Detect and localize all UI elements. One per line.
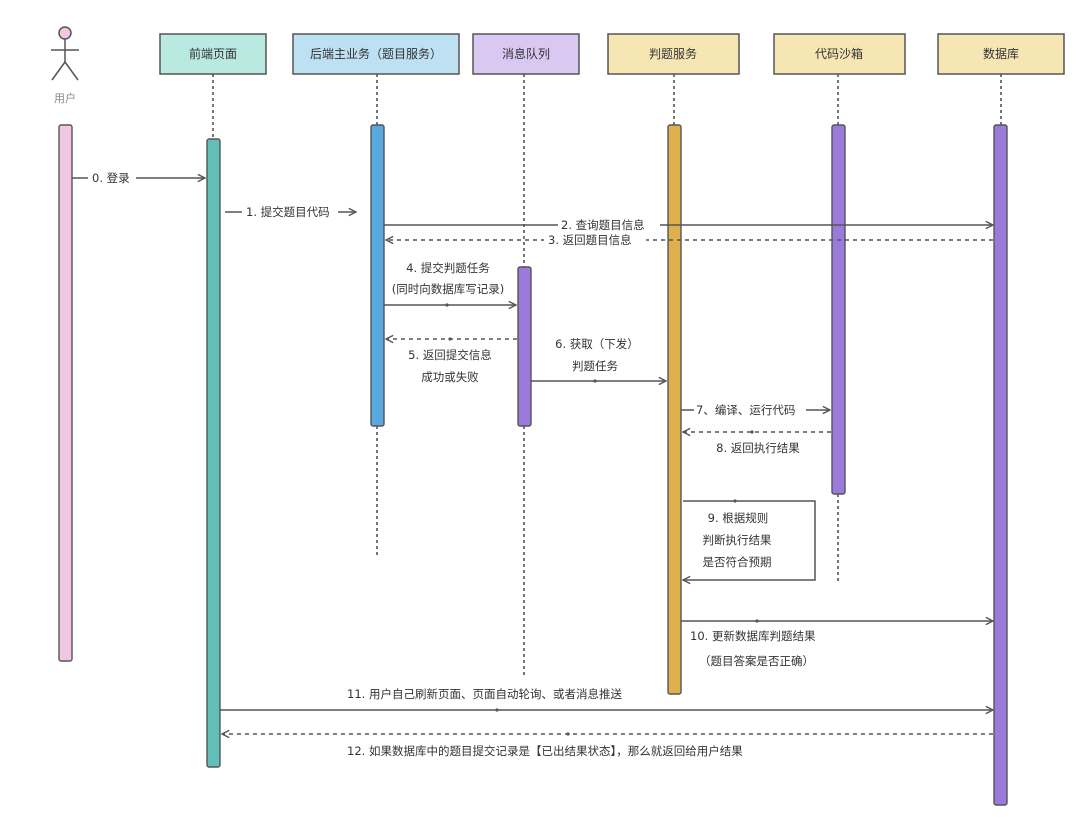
actor-head-icon	[58, 26, 72, 40]
actor-label: 用户	[54, 91, 76, 105]
message-label: 11. 用户自己刷新页面、页面自动轮询、或者消息推送	[347, 687, 622, 701]
message-label: 9. 根据规则	[708, 511, 769, 525]
message-10-update-db: 10. 更新数据库判题结果 （题目答案是否正确）	[681, 619, 993, 668]
message-label: 0. 登录	[92, 171, 130, 185]
message-label: 4. 提交判题任务	[406, 261, 490, 275]
message-label: 5. 返回提交信息	[408, 348, 492, 362]
message-3-return-problem: 3. 返回题目信息	[386, 233, 993, 247]
actor-leg-right-icon	[64, 61, 79, 81]
activation-bar	[206, 138, 221, 768]
message-label: 2. 查询题目信息	[561, 218, 645, 232]
activation-bar	[667, 124, 682, 695]
message-label: 成功或失败	[421, 370, 479, 384]
participant-box	[472, 33, 580, 75]
participant-db: 数据库	[937, 33, 1065, 806]
message-label: 是否符合预期	[703, 555, 772, 569]
participant-label: 代码沙箱	[815, 46, 863, 61]
participant-box	[773, 33, 906, 75]
message-9-judge-result: 9. 根据规则 判断执行结果 是否符合预期	[683, 499, 816, 580]
message-4-submit-judge-task: 4. 提交判题任务 (同时向数据库写记录)	[384, 261, 516, 307]
message-8-return-exec-result: 8. 返回执行结果	[683, 430, 831, 455]
participant-sandbox: 代码沙箱	[773, 33, 906, 582]
message-label: 8. 返回执行结果	[716, 441, 800, 455]
participant-box	[607, 33, 740, 75]
message-label: 6. 获取（下发）	[555, 337, 639, 351]
participant-frontend: 前端页面	[159, 33, 267, 768]
participant-backend: 后端主业务（题目服务）	[292, 33, 460, 558]
message-label: 12. 如果数据库中的题目提交记录是【已出结果状态】，那么就返回给用户结果	[347, 744, 743, 758]
activation-bar	[370, 124, 385, 427]
message-label: 3. 返回题目信息	[548, 233, 632, 247]
message-arrow	[683, 500, 816, 580]
participant-box	[292, 33, 460, 75]
message-1-submit-code: 1. 提交题目代码	[225, 204, 356, 220]
participants: 前端页面 后端主业务（题目服务） 消息队列 判题服务	[159, 33, 1065, 806]
message-label: (同时向数据库写记录)	[392, 282, 504, 296]
message-11-refresh-poll: 11. 用户自己刷新页面、页面自动轮询、或者消息推送	[220, 687, 993, 712]
participant-label: 消息队列	[502, 46, 550, 61]
participant-judge: 判题服务	[607, 33, 740, 695]
messages: 0. 登录 1. 提交题目代码 2. 查询题目信息 3. 返回题目信息 4. 提…	[72, 170, 993, 758]
message-label: 判断执行结果	[703, 533, 772, 547]
message-7-compile-run: 7、编译、运行代码	[681, 402, 830, 418]
message-6-fetch-judge-task: 6. 获取（下发） 判题任务	[531, 337, 666, 383]
message-2-query-problem: 2. 查询题目信息	[384, 217, 993, 232]
activation-bar	[831, 124, 846, 495]
message-label: 10. 更新数据库判题结果	[690, 629, 816, 643]
participant-label: 判题服务	[649, 46, 697, 61]
message-12-return-result: 12. 如果数据库中的题目提交记录是【已出结果状态】，那么就返回给用户结果	[222, 732, 993, 758]
activation-bar	[993, 124, 1008, 806]
participant-label: 后端主业务（题目服务）	[310, 46, 442, 61]
actor-user: 用户	[51, 26, 79, 662]
message-label: 1. 提交题目代码	[246, 205, 330, 219]
participant-mq: 消息队列	[472, 33, 580, 678]
message-label: 7、编译、运行代码	[696, 403, 795, 417]
activation-bar-user	[58, 124, 73, 662]
message-0-login: 0. 登录	[72, 170, 205, 186]
message-label: （题目答案是否正确）	[699, 654, 814, 668]
participant-box	[159, 33, 267, 75]
message-5-return-submit-info: 5. 返回提交信息 成功或失败	[386, 337, 517, 384]
message-label: 判题任务	[572, 359, 618, 373]
actor-leg-left-icon	[51, 61, 66, 81]
participant-label: 数据库	[983, 46, 1019, 61]
participant-box	[937, 33, 1065, 75]
activation-bar	[517, 266, 532, 427]
participant-label: 前端页面	[189, 46, 237, 61]
